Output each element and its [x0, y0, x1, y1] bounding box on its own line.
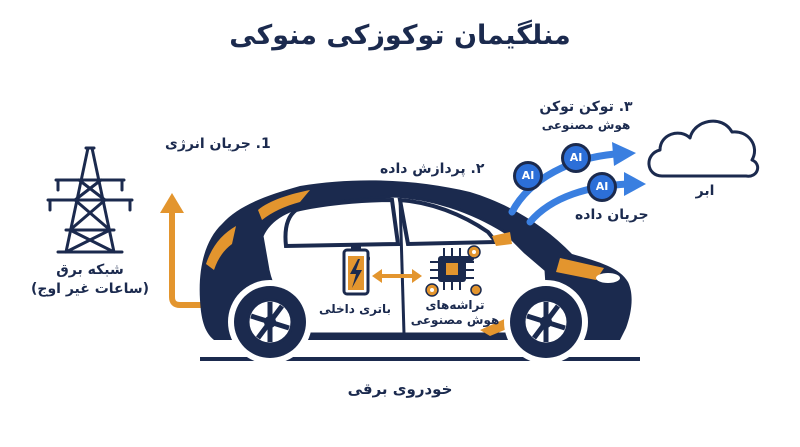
- ai-badge: AI: [561, 143, 591, 173]
- token-title-label: ۳. توکن توکن: [539, 99, 633, 115]
- data-arrow-head-upper: [612, 142, 636, 166]
- rear-wheel: [228, 280, 312, 364]
- data-flow-label: جریان داده: [575, 207, 649, 223]
- car-accent-rear: [206, 226, 236, 270]
- ai-chip-icon: [425, 245, 482, 297]
- grid-label-line2: (ساعات غیر اوج): [30, 281, 150, 297]
- car-window-rear: [283, 197, 401, 249]
- chips-label-line2: هوش مصنوعی: [410, 313, 500, 327]
- ai-badge: AI: [587, 172, 617, 202]
- energy-flow-label: 1. جریان انرژی: [165, 136, 271, 152]
- cloud-label: ابر: [695, 183, 715, 199]
- front-wheel: [504, 280, 588, 364]
- token-sub-label: هوش مصنوعی: [541, 118, 631, 132]
- car-window-front: [397, 197, 501, 247]
- door-line: [398, 197, 406, 335]
- cloud-icon: [647, 119, 760, 178]
- page-title: منلگیمان توکوزکی منوکی: [229, 20, 571, 51]
- data-arrow-head-lower: [624, 172, 646, 196]
- car-accent-roof: [258, 190, 310, 220]
- energy-cable: [169, 207, 241, 308]
- ground-line: [200, 357, 640, 361]
- battery-label: باتری داخلی: [318, 302, 392, 316]
- battery-chip-arrow: [372, 269, 422, 283]
- car-accent-front: [556, 258, 604, 280]
- car-headlight: [596, 273, 620, 283]
- grid-label-line1: شبکه برق: [56, 262, 124, 278]
- power-tower-icon: [46, 146, 134, 254]
- energy-arrow-head: [160, 193, 184, 213]
- battery-icon: [342, 245, 370, 296]
- vehicle-label: خودروی برقی: [347, 380, 453, 398]
- chips-label-line1: تراشه‌های: [425, 298, 485, 312]
- ai-badge: AI: [513, 161, 543, 191]
- data-processing-label: ۲. پردازش داده: [380, 161, 485, 177]
- car-mirror: [492, 232, 512, 246]
